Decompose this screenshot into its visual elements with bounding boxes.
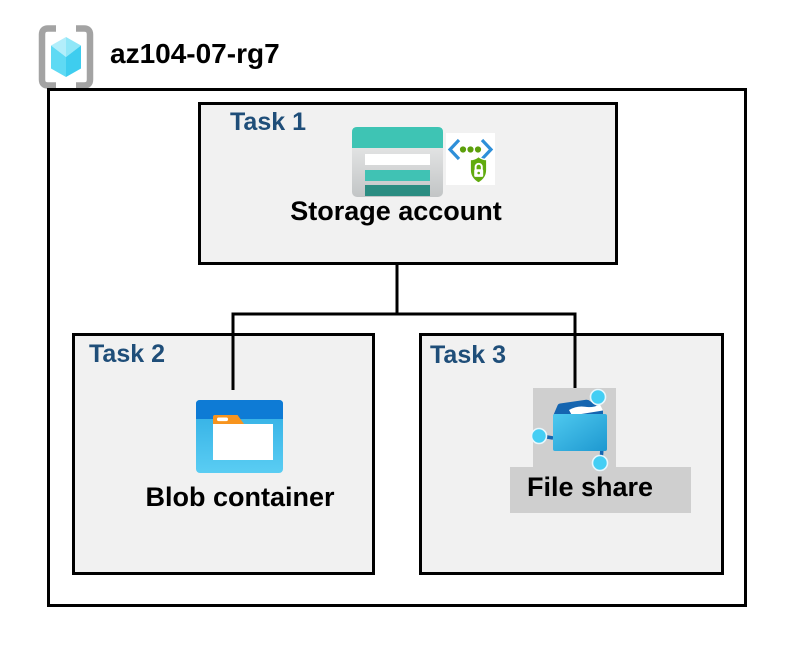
storage-account-icon (352, 127, 443, 197)
file-share-label: File share (527, 472, 654, 502)
task2-box: Task 2 Blob container (72, 333, 375, 575)
blob-container-label: Blob container (145, 482, 335, 512)
blob-container-icon (196, 400, 283, 473)
task1-label: Task 1 (230, 108, 306, 136)
file-share-label-highlight (510, 467, 691, 513)
storage-account-label: Storage account (290, 196, 502, 226)
file-share-icon (531, 388, 609, 472)
resource-group-title: az104-07-rg7 (110, 38, 280, 69)
resource-group-icon (38, 25, 94, 89)
task3-label: Task 3 (430, 341, 506, 369)
task3-box: Task 3 File share (419, 333, 724, 575)
sas-lock-icon (446, 133, 495, 185)
task2-label: Task 2 (89, 340, 165, 368)
task1-box: Task 1 Storage (198, 102, 618, 265)
